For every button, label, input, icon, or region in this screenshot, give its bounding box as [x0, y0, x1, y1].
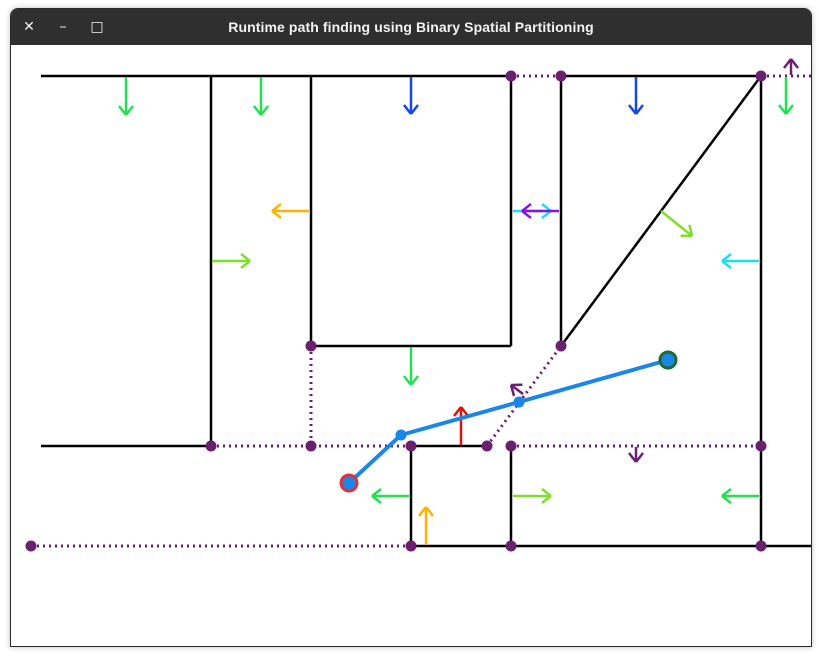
portal-vertex [405, 540, 417, 552]
arrow-head [418, 506, 427, 517]
portal-vertex [305, 440, 317, 452]
portal-vertex [505, 70, 517, 82]
portal-vertex [25, 540, 37, 552]
arrow-head [271, 203, 282, 212]
drawing-canvas[interactable] [11, 45, 811, 646]
arrow-head [403, 104, 412, 115]
arrow-head [425, 506, 434, 517]
arrow-head [783, 58, 792, 69]
close-icon[interactable]: ✕ [23, 19, 35, 35]
path-line [347, 358, 670, 485]
arrow-head [410, 104, 419, 115]
portal-vertex [481, 440, 493, 452]
arrow-head [721, 495, 732, 504]
portal-vertex [505, 540, 517, 552]
arrow-head [371, 488, 382, 497]
arrow-head [410, 375, 419, 386]
bsp-scene [25, 58, 811, 552]
arrow-head [509, 384, 516, 397]
arrow-head [790, 58, 799, 69]
arrow-head [721, 488, 732, 497]
arrow-head [453, 406, 462, 417]
arrow-head [628, 452, 637, 463]
path-waypoint [513, 396, 525, 408]
portal-vertex [205, 440, 217, 452]
arrow-head [688, 224, 694, 237]
normal-arrow [660, 210, 693, 237]
arrow-head [721, 253, 732, 262]
portal-vertex [755, 440, 767, 452]
maximize-icon[interactable]: □ [90, 19, 104, 35]
arrow-head [240, 253, 251, 262]
path-waypoint [395, 429, 407, 441]
arrow-head [253, 105, 262, 116]
portal-vertex [305, 340, 317, 352]
arrow-head [118, 105, 127, 116]
portal-vertex [505, 440, 517, 452]
arrow-head [541, 488, 552, 497]
normal-arrow [510, 384, 524, 395]
arrow-head [721, 260, 732, 269]
arrow-head [541, 495, 552, 504]
portal-vertex [755, 540, 767, 552]
app-window: ✕ – □ Runtime path finding using Binary … [10, 8, 812, 647]
arrow-head [635, 104, 644, 115]
arrow-head [521, 203, 532, 212]
arrow-head [125, 105, 134, 116]
arrow-head [260, 105, 269, 116]
title-bar[interactable]: ✕ – □ Runtime path finding using Binary … [11, 9, 811, 45]
portal-vertex [555, 70, 567, 82]
arrow-head [785, 104, 794, 115]
arrow-head [403, 375, 412, 386]
arrow-head [460, 406, 469, 417]
arrow-head [628, 104, 637, 115]
start-marker [339, 473, 359, 493]
portal-vertex [405, 440, 417, 452]
arrow-head [271, 210, 282, 219]
window-title: Runtime path finding using Binary Spatia… [228, 19, 594, 35]
minimize-icon[interactable]: – [59, 19, 67, 35]
portal-vertex [555, 340, 567, 352]
arrow-head [521, 210, 532, 219]
portal-vertex [755, 70, 767, 82]
goal-marker [658, 350, 678, 370]
arrow-head [778, 104, 787, 115]
arrow-head [371, 495, 382, 504]
portal-line [485, 345, 563, 447]
arrow-head [635, 452, 644, 463]
arrow-head [240, 260, 251, 269]
